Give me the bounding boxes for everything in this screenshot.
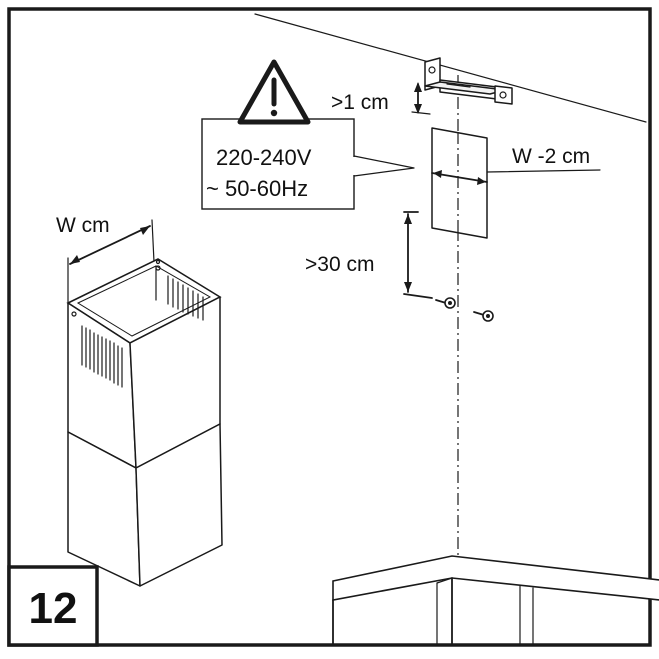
bracket-width-dimension bbox=[431, 169, 601, 185]
step-number-box bbox=[7, 565, 99, 647]
ceiling-line bbox=[254, 13, 647, 123]
top-gap-dimension bbox=[411, 82, 431, 115]
frequency-label: ~ 50-60Hz bbox=[206, 176, 308, 201]
vent-slots-front bbox=[81, 325, 123, 388]
voltage-label: 220-240V bbox=[216, 145, 312, 170]
frame-border bbox=[7, 7, 652, 647]
ceiling-bracket bbox=[424, 57, 513, 105]
hood-body bbox=[332, 555, 659, 646]
wall-screw-right bbox=[473, 310, 494, 322]
chimney-cover bbox=[66, 258, 223, 587]
top-gap-label: >1 cm bbox=[331, 91, 389, 114]
bottom-gap-label: >30 cm bbox=[305, 253, 374, 276]
bracket-width-label: W -2 cm bbox=[512, 145, 590, 168]
bottom-gap-dimension bbox=[403, 211, 433, 299]
chimney-width-dimension bbox=[67, 219, 155, 303]
step-number: 12 bbox=[29, 584, 78, 633]
wall-screw-left bbox=[435, 297, 456, 309]
vent-slots-back bbox=[167, 275, 204, 321]
wall-bracket bbox=[431, 127, 488, 239]
warning-triangle-icon bbox=[237, 59, 311, 125]
chimney-width-label: W cm bbox=[56, 214, 110, 237]
electrical-warning-box bbox=[201, 118, 415, 210]
